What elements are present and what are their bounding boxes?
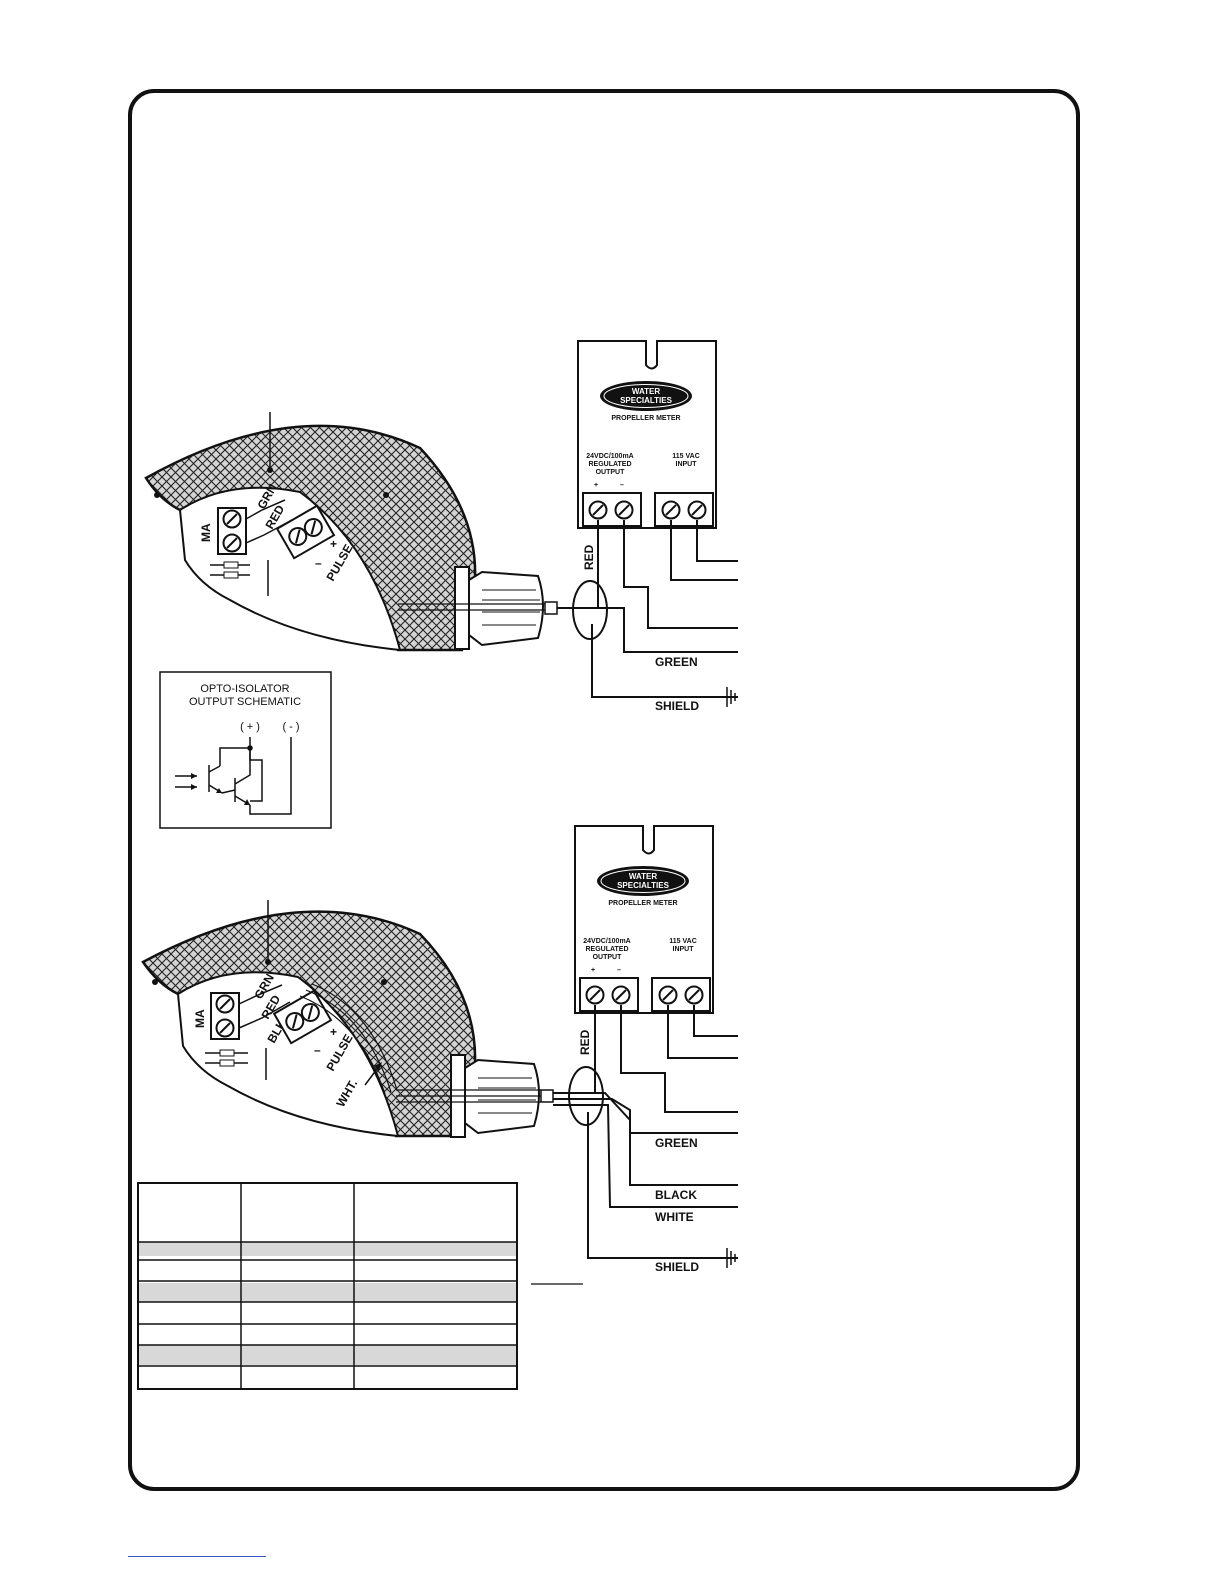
dc-line1-lower: 24VDC/100mA: [583, 938, 630, 945]
footer-link-underline[interactable]: [128, 1556, 266, 1557]
dc-line3-upper: OUTPUT: [596, 469, 626, 476]
white-wire-label-lower: WHITE: [655, 1210, 694, 1224]
ma-label-lower: MA: [193, 1009, 207, 1028]
wire-specification-table: [137, 1182, 583, 1390]
ma-label-upper: MA: [199, 523, 213, 542]
ac-line2-lower: INPUT: [673, 946, 695, 953]
pulse-plus-upper: +: [330, 537, 337, 551]
brand-line2-upper: SPECIALTIES: [620, 396, 673, 405]
green-wire-label-lower: GREEN: [655, 1136, 698, 1150]
dc-line3-lower: OUTPUT: [593, 954, 623, 961]
ac-line1-lower: 115 VAC: [669, 938, 697, 945]
brand-tag-lower: PROPELLER METER: [608, 900, 677, 907]
dc-minus-lower: –: [617, 967, 621, 974]
brand-line1-upper: WATER: [632, 387, 661, 396]
schematic-minus-label: ( - ): [282, 721, 299, 733]
schematic-plus-label: ( + ): [240, 721, 260, 733]
schematic-title-2: OUTPUT SCHEMATIC: [189, 696, 301, 708]
cable-loop-upper: [572, 580, 608, 640]
dc-line1-upper: 24VDC/100mA: [586, 453, 633, 460]
red-cable-label-lower: RED: [578, 1029, 592, 1055]
upper-wiring-diagram: MA GRN RED – + PULSE: [144, 340, 738, 713]
green-wire-label-upper: GREEN: [655, 655, 698, 669]
ac-line1-upper: 115 VAC: [672, 453, 700, 460]
cable-gland-upper: [454, 566, 470, 650]
pulse-minus-lower: –: [314, 1043, 321, 1057]
pulse-minus-upper: –: [315, 556, 322, 570]
pulse-plus-lower: +: [330, 1025, 337, 1039]
cable-loop-lower: [568, 1066, 604, 1126]
shield-wire-label-lower: SHIELD: [655, 1260, 699, 1274]
ac-line2-upper: INPUT: [676, 461, 698, 468]
red-cable-label-upper: RED: [582, 544, 596, 570]
ground-icon-upper: [726, 687, 736, 707]
lower-wiring-diagram: MA GRN RED BLK – + PULSE WHT.: [141, 825, 738, 1274]
ground-icon-lower: [726, 1248, 736, 1268]
dc-plus-upper: +: [594, 482, 598, 489]
brand-tag-upper: PROPELLER METER: [611, 415, 680, 422]
brand-line2-lower: SPECIALTIES: [617, 881, 670, 890]
schematic-title-1: OPTO-ISOLATOR: [200, 683, 289, 695]
power-supply-upper: WATER SPECIALTIES PROPELLER METER 24VDC/…: [577, 340, 717, 529]
shield-wire-label-upper: SHIELD: [655, 699, 699, 713]
dc-minus-upper: –: [620, 482, 624, 489]
dc-line2-upper: REGULATED: [588, 461, 631, 468]
brand-line1-lower: WATER: [629, 872, 658, 881]
dc-line2-lower: REGULATED: [585, 946, 628, 953]
black-wire-label-lower: BLACK: [655, 1188, 697, 1202]
power-supply-lower: WATER SPECIALTIES PROPELLER METER 24VDC/…: [574, 825, 714, 1014]
dc-plus-lower: +: [591, 967, 595, 974]
opto-isolator-schematic: OPTO-ISOLATOR OUTPUT SCHEMATIC ( + ) ( -…: [159, 671, 332, 829]
page-border: [128, 89, 1080, 1491]
